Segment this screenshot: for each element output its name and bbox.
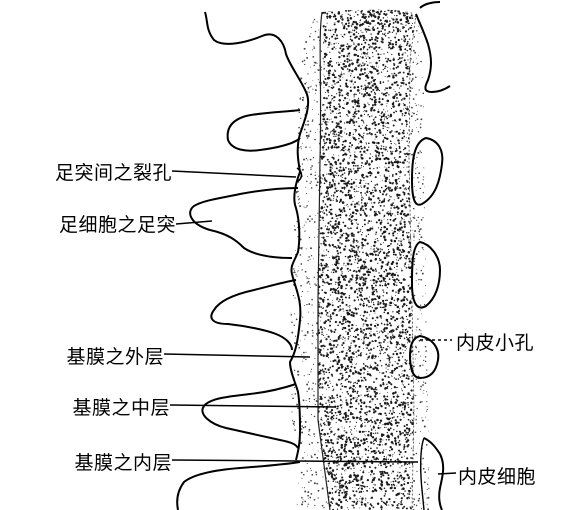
foot-process-5 <box>177 462 300 510</box>
endothelial-outline <box>416 14 450 92</box>
leader-slit-pore <box>172 171 296 177</box>
leader-outer-layer <box>164 354 310 357</box>
label-basement-inner-layer: 基膜之内层 <box>18 448 172 475</box>
endothelial-segment-3 <box>410 336 438 378</box>
basement-membrane-middle-layer <box>315 0 419 510</box>
endothelial-segment-1 <box>412 138 442 205</box>
foot-process-2 <box>190 188 298 258</box>
endothelial-segment-2 <box>412 242 440 308</box>
foot-process-3 <box>211 280 296 350</box>
foot-process-4 <box>202 384 298 448</box>
leader-middle-layer <box>170 405 336 407</box>
label-endothelial-pore: 内皮小孔 <box>456 328 534 355</box>
label-slit-pore: 足突间之裂孔 <box>4 158 172 185</box>
label-basement-middle-layer: 基膜之中层 <box>12 393 170 420</box>
leader-inner-layer <box>172 460 418 462</box>
label-endothelial-cell: 内皮细胞 <box>458 462 536 489</box>
foot-process-1 <box>228 110 300 151</box>
label-podocyte-foot-process: 足细胞之足突 <box>4 210 176 237</box>
leader-endothelial-cell <box>438 473 456 474</box>
label-basement-outer-layer: 基膜之外层 <box>8 342 164 369</box>
